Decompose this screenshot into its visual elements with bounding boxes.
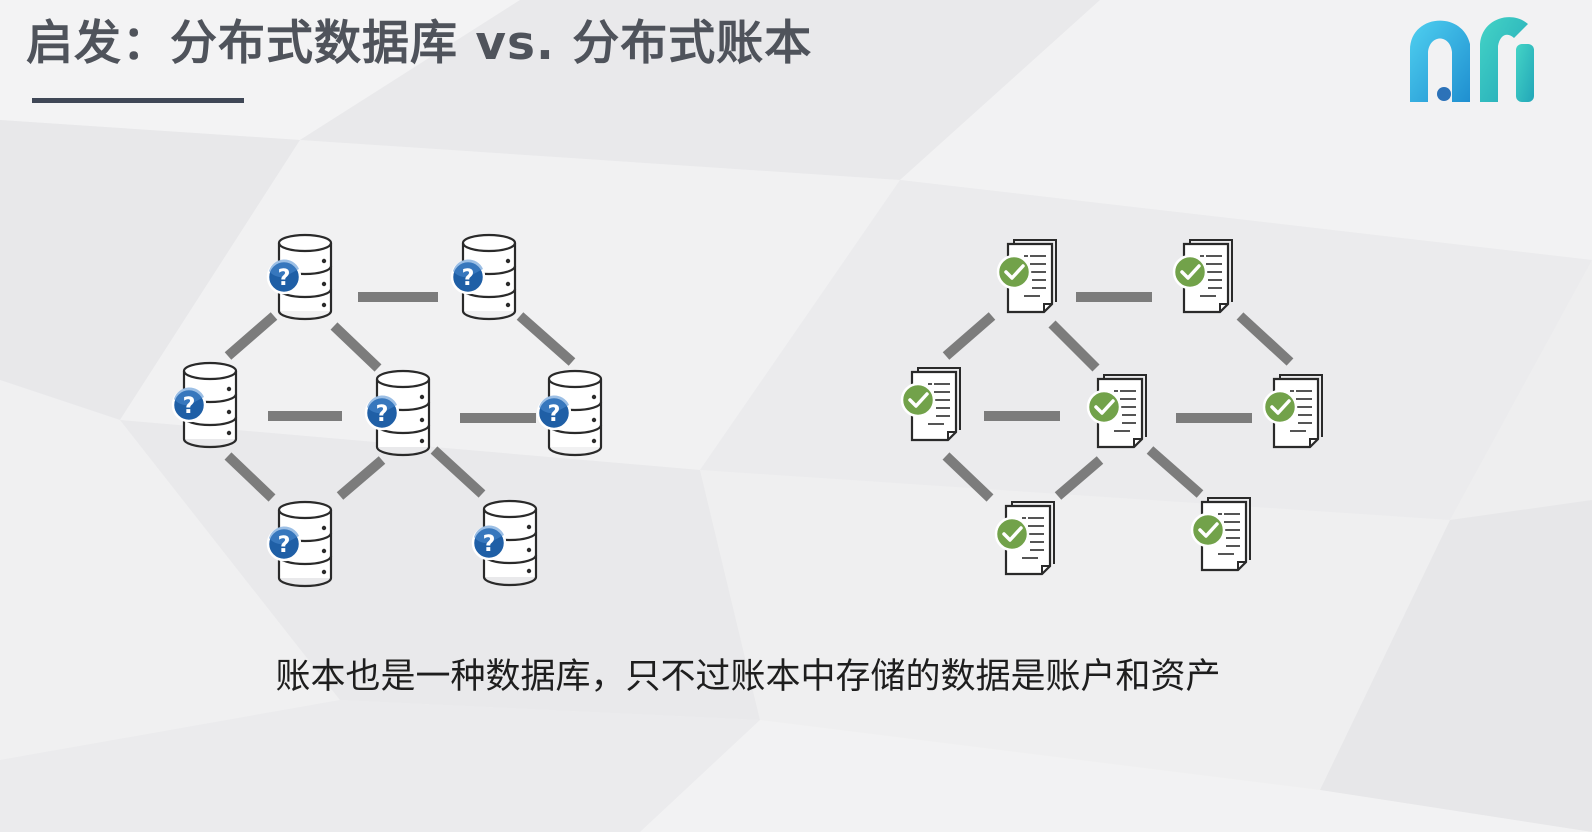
title-underline xyxy=(32,98,244,103)
edge xyxy=(430,446,486,498)
document-check-icon xyxy=(1190,496,1252,572)
edge xyxy=(1236,312,1294,366)
document-check-icon xyxy=(1086,373,1148,449)
database-question-icon xyxy=(266,500,333,588)
edge xyxy=(1048,320,1100,372)
edge xyxy=(1146,446,1204,498)
document-check-icon xyxy=(900,366,962,442)
slide-title: 启发：分布式数据库 vs. 分布式账本 xyxy=(26,16,813,71)
database-question-icon xyxy=(450,233,517,321)
edge xyxy=(516,312,576,366)
left-network-nodes xyxy=(171,233,603,588)
edge xyxy=(942,312,996,360)
database-question-icon xyxy=(171,361,238,449)
edge xyxy=(942,452,994,502)
right-network-nodes xyxy=(900,238,1324,576)
database-question-icon xyxy=(266,233,333,321)
m-logo-icon xyxy=(1410,17,1534,103)
left-network-edges xyxy=(224,292,576,502)
document-check-icon xyxy=(1262,373,1324,449)
slide-caption: 账本也是一种数据库，只不过账本中存储的数据是账户和资产 xyxy=(275,657,1221,697)
edge xyxy=(224,312,278,360)
database-question-icon xyxy=(364,369,431,457)
edge xyxy=(224,452,276,502)
right-network-edges xyxy=(942,292,1294,502)
database-question-icon xyxy=(471,499,538,587)
database-question-icon xyxy=(536,369,603,457)
document-check-icon xyxy=(994,500,1056,576)
document-check-icon xyxy=(1172,238,1234,314)
document-check-icon xyxy=(996,238,1058,314)
edge xyxy=(336,456,386,500)
edge xyxy=(1054,456,1104,500)
edge xyxy=(330,322,382,372)
